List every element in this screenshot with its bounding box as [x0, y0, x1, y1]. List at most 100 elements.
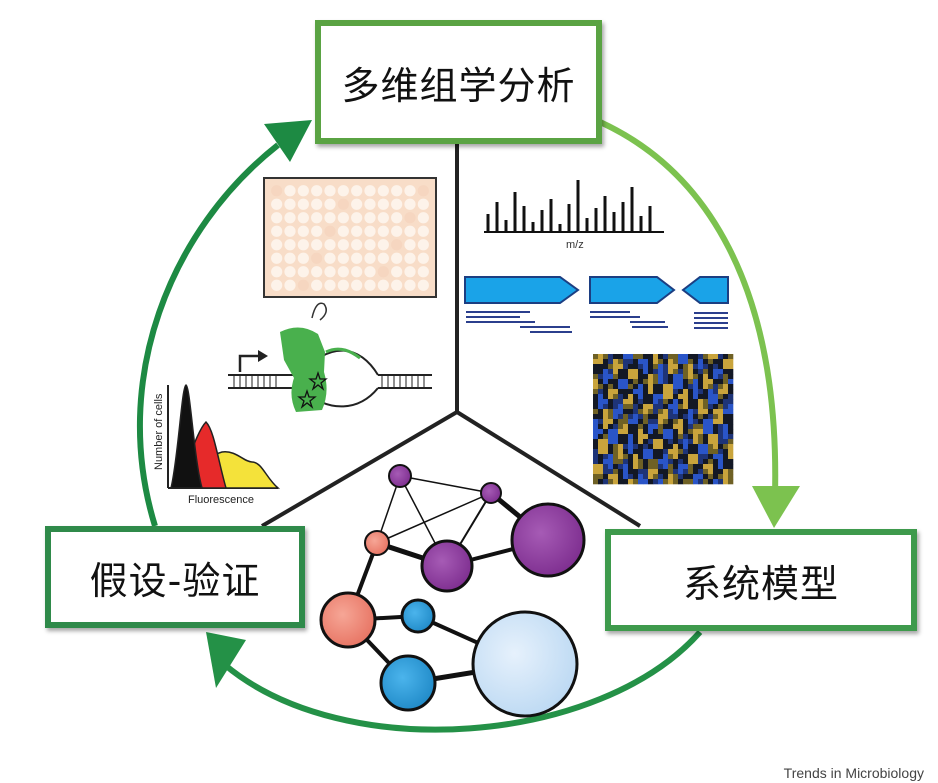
- heatmap-cell: [728, 409, 734, 415]
- heatmap-cell: [593, 369, 599, 375]
- heatmap-cell: [638, 469, 644, 475]
- heatmap-cell: [668, 409, 674, 415]
- heatmap-cell: [618, 429, 624, 435]
- heatmap-cell: [653, 424, 659, 430]
- heatmap-cell: [668, 474, 674, 480]
- heatmap-cell: [678, 359, 684, 365]
- heatmap-cell: [683, 459, 689, 465]
- heatmap-cell: [593, 424, 599, 430]
- heatmap-cell: [673, 364, 679, 370]
- heatmap-cell: [673, 449, 679, 455]
- heatmap-cell: [678, 354, 684, 360]
- heatmap-cell: [668, 444, 674, 450]
- heatmap-cell: [658, 354, 664, 360]
- heatmap-cell: [648, 439, 654, 445]
- heatmap-cell: [598, 354, 604, 360]
- heatmap-cell: [718, 459, 724, 465]
- heatmap-cell: [638, 359, 644, 365]
- heatmap-cell: [618, 364, 624, 370]
- heatmap-cell: [668, 374, 674, 380]
- plate-well: [364, 198, 376, 210]
- heatmap-cell: [638, 474, 644, 480]
- heatmap-cell: [658, 414, 664, 420]
- heatmap-cell: [653, 429, 659, 435]
- heatmap-cell: [698, 354, 704, 360]
- heatmap-cell: [628, 479, 634, 485]
- heatmap-cell: [688, 419, 694, 425]
- heatmap-cell: [678, 454, 684, 460]
- plate-well: [284, 212, 296, 224]
- heatmap-cell: [668, 449, 674, 455]
- plate-well: [351, 225, 363, 237]
- heatmap-cell: [633, 429, 639, 435]
- heatmap-cell: [693, 444, 699, 450]
- heatmap-cell: [663, 449, 669, 455]
- plate-well: [377, 185, 389, 197]
- heatmap-cell: [723, 384, 729, 390]
- heatmap-cell: [723, 429, 729, 435]
- heatmap-cell: [663, 354, 669, 360]
- heatmap-cell: [683, 479, 689, 485]
- heatmap-cell: [663, 359, 669, 365]
- plate-well: [324, 212, 336, 224]
- plate-well: [351, 266, 363, 278]
- heatmap-cell: [603, 409, 609, 415]
- heatmap-cell: [623, 439, 629, 445]
- heatmap-cell: [728, 474, 734, 480]
- heatmap-cell: [723, 364, 729, 370]
- heatmap-cell: [643, 429, 649, 435]
- heatmap-cell: [638, 369, 644, 375]
- heatmap-cell: [643, 419, 649, 425]
- heatmap-cell: [598, 414, 604, 420]
- heatmap-cell: [633, 464, 639, 470]
- heatmap-cell: [658, 479, 664, 485]
- heatmap-cell: [638, 354, 644, 360]
- heatmap-cell: [693, 404, 699, 410]
- plate-well: [351, 279, 363, 291]
- heatmap-cell: [598, 364, 604, 370]
- heatmap-cell: [648, 449, 654, 455]
- heatmap-cell: [683, 394, 689, 400]
- heatmap-cell: [708, 409, 714, 415]
- heatmap-cell: [653, 414, 659, 420]
- heatmap-cell: [628, 449, 634, 455]
- heatmap-cell: [653, 404, 659, 410]
- heatmap-cell: [703, 359, 709, 365]
- heatmap-cell: [683, 419, 689, 425]
- heatmap-cell: [708, 384, 714, 390]
- heatmap-cell: [713, 459, 719, 465]
- heatmap-cell: [658, 449, 664, 455]
- heatmap-cell: [673, 414, 679, 420]
- plate-well: [271, 252, 283, 264]
- heatmap-cell: [648, 434, 654, 440]
- plate-well: [271, 225, 283, 237]
- heatmap-cell: [723, 404, 729, 410]
- plate-well: [404, 212, 416, 224]
- well-plate: [263, 177, 437, 298]
- heatmap-cell: [723, 464, 729, 470]
- omics-analysis-box: 多维组学分析: [315, 20, 602, 144]
- heatmap-cell: [688, 414, 694, 420]
- heatmap-cell: [618, 409, 624, 415]
- plate-well: [417, 252, 429, 264]
- plate-well: [271, 239, 283, 251]
- heatmap-cell: [698, 394, 704, 400]
- heatmap-cell: [618, 359, 624, 365]
- heatmap-cell: [728, 379, 734, 385]
- heatmap-cell: [708, 419, 714, 425]
- heatmap-cell: [598, 479, 604, 485]
- heatmap-cell: [673, 469, 679, 475]
- heatmap-cell: [628, 374, 634, 380]
- heatmap-cell: [693, 409, 699, 415]
- heatmap-cell: [723, 444, 729, 450]
- heatmap-cell: [723, 479, 729, 485]
- heatmap-cell: [648, 379, 654, 385]
- mass-spectrum: m/z: [484, 180, 664, 251]
- plate-well: [297, 212, 309, 224]
- heatmap-cell: [608, 399, 614, 405]
- heatmap-cell: [728, 424, 734, 430]
- heatmap-cell: [723, 474, 729, 480]
- heatmap-cell: [683, 399, 689, 405]
- heatmap-cell: [598, 439, 604, 445]
- heatmap-cell: [728, 469, 734, 475]
